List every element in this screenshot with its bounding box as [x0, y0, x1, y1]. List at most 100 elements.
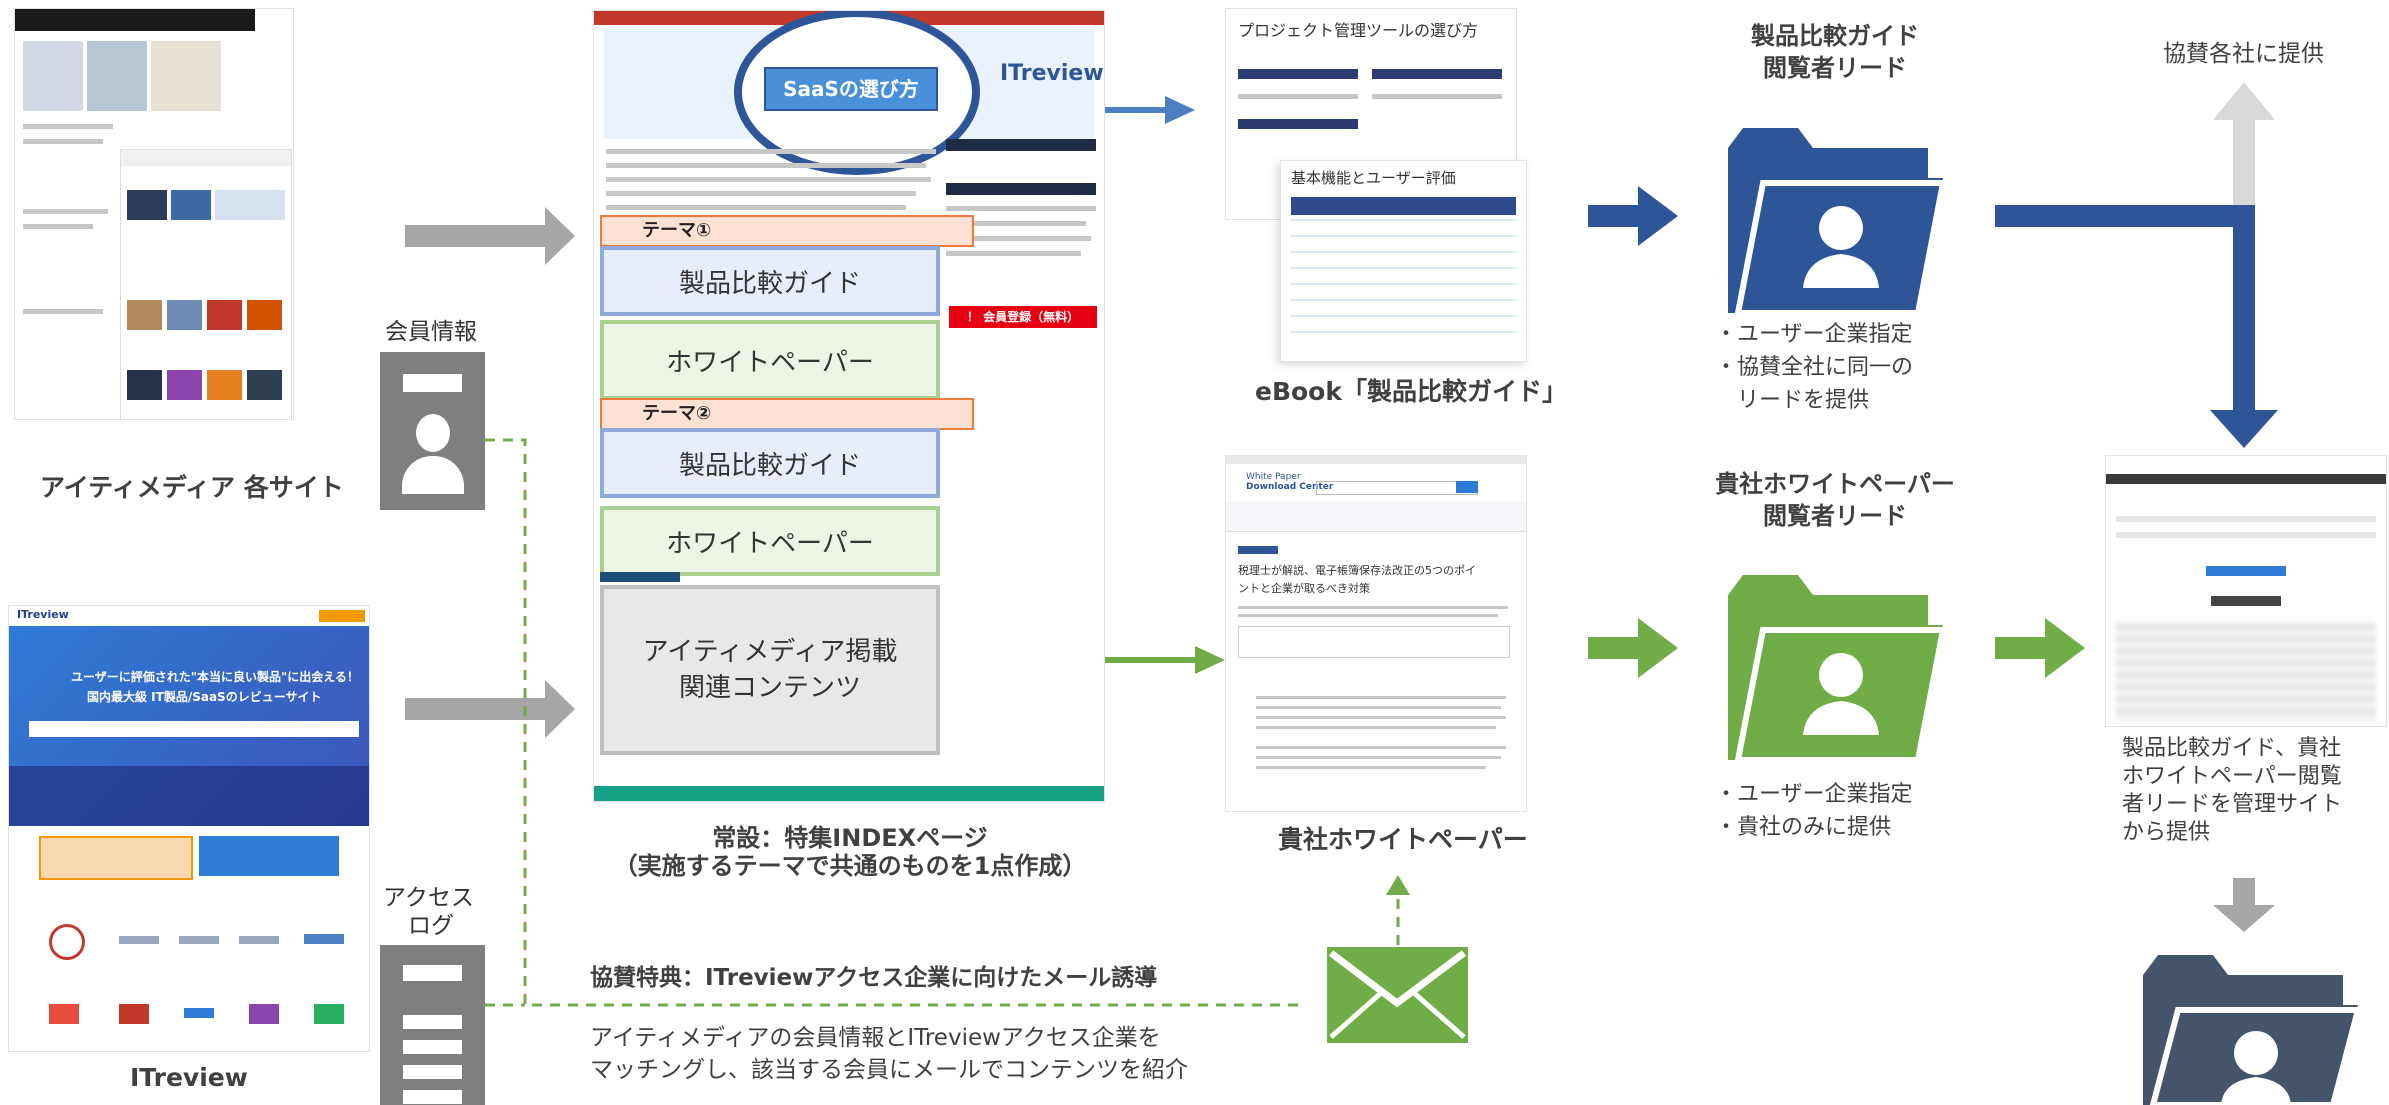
- register-button[interactable]: ！ 会員登録（無料）: [949, 306, 1097, 328]
- itmedia-tile: [247, 370, 282, 400]
- wp-search-input[interactable]: [1316, 481, 1478, 495]
- folder-person-icon: [2143, 955, 2362, 1105]
- itmedia-text-line: [23, 124, 113, 129]
- itmedia-sub-header: [121, 150, 291, 166]
- itreview-banner-blue[interactable]: [199, 836, 339, 876]
- index-side-line: [946, 236, 1091, 241]
- wp-text-line: [1256, 766, 1486, 769]
- ebook-grid-body: [1291, 217, 1516, 347]
- wp-article-title-1: 税理士が解説、電子帳簿保存法改正の5つのポイ: [1238, 564, 1476, 577]
- itreview-logo-tile: [239, 936, 279, 944]
- index-text-line: [606, 163, 926, 168]
- wp-header-logo-1: White Paper: [1246, 472, 1301, 482]
- wp-info-box: [1238, 626, 1510, 658]
- wp-search-button[interactable]: [1456, 481, 1478, 493]
- admin-site-thumbnail: [2105, 455, 2387, 727]
- wp-leads-bullets: ・ユーザー企業指定 ・貴社のみに提供: [1715, 782, 1913, 840]
- itreview-ranking-tile: [184, 1008, 214, 1018]
- access-log-label-1: アクセス: [383, 885, 474, 911]
- index-sidebar-header: [946, 139, 1096, 151]
- admin-header-bar: [2106, 474, 2386, 484]
- itmedia-hero-image: [23, 41, 83, 111]
- related-content-line1: アイティメディア掲載: [642, 637, 898, 667]
- itmedia-tile: [215, 190, 285, 220]
- blue-connector-down: [2210, 205, 2278, 448]
- gray-arrow-itreview: [405, 680, 575, 738]
- itreview-ranking-tile: [314, 1004, 344, 1024]
- ebook-table-header: [1372, 69, 1502, 79]
- green-arrow-to-admin: [1995, 618, 2085, 678]
- itmedia-tile: [127, 300, 162, 330]
- envelope-icon: [1327, 947, 1468, 1043]
- index-side-line: [946, 251, 1081, 256]
- index-text-line: [606, 205, 906, 210]
- wp-text-line: [1256, 696, 1506, 699]
- theme-1-label: テーマ①: [600, 215, 974, 247]
- ebook-text-line: [1372, 94, 1502, 99]
- itmedia-tile: [207, 370, 242, 400]
- ebook-text-line: [1238, 94, 1358, 99]
- itmedia-sub-page: [120, 149, 292, 419]
- wp-text-line: [1256, 746, 1506, 749]
- itreview-feature-panel: [9, 766, 369, 826]
- guide-leads-title-2: 閲覧者リード: [1763, 54, 1907, 82]
- wp-category-tag: [1238, 546, 1278, 554]
- itmedia-tile: [207, 300, 242, 330]
- related-content-box[interactable]: アイティメディア掲載 関連コンテンツ: [600, 585, 940, 755]
- itreview-logo-tile: [179, 936, 219, 944]
- itmedia-tile: [167, 370, 202, 400]
- ebook-page-2: 基本機能とユーザー評価: [1280, 160, 1527, 362]
- index-text-line: [606, 177, 931, 182]
- gray-arrow-itmedia: [405, 207, 575, 265]
- mail-benefit-title: 協賛特典：ITreviewアクセス企業に向けたメール誘導: [590, 965, 1158, 991]
- dashed-member-to-mail: [485, 438, 1300, 1007]
- itreview-ranking-tile: [49, 1004, 79, 1024]
- itreview-ranking-tile: [249, 1004, 279, 1024]
- itreview-label: ITreview: [130, 1063, 248, 1092]
- admin-search-button[interactable]: [2206, 566, 2286, 576]
- guide-leads-title-1: 製品比較ガイド: [1751, 22, 1919, 50]
- mail-benefit-desc-2: マッチングし、該当する会員にメールでコンテンツを紹介: [590, 1057, 1188, 1083]
- index-caption-2: （実施するテーマで共通のものを1点作成）: [613, 852, 1087, 880]
- itmedia-hero-image-3: [151, 41, 221, 111]
- wp-text-line: [1238, 614, 1498, 617]
- itreview-site-thumbnail: ITreview ユーザーに評価された"本当に良い製品"に出会える！ 国内最大級…: [8, 605, 370, 1052]
- wp-header-logo-2: Download Center: [1246, 482, 1334, 492]
- wp-top-strip: [1226, 456, 1526, 464]
- wp-nav-bar: [1226, 501, 1526, 532]
- whitepaper-thumbnail: White Paper Download Center 税理士が解説、電子帳簿保…: [1225, 455, 1527, 812]
- itreview-banner-orange[interactable]: [39, 836, 193, 880]
- ebook-page2-title: 基本機能とユーザー評価: [1291, 169, 1456, 187]
- wp-text-line: [1238, 606, 1508, 609]
- green-arrowhead-wp: [1195, 646, 1225, 674]
- itreview-banner-line2: 国内最大級 IT製品/SaaSのレビューサイト: [87, 690, 322, 704]
- index-side-line: [946, 206, 1096, 211]
- whitepaper-caption: 貴社ホワイトペーパー: [1278, 825, 1528, 854]
- itreview-hero-banner: ユーザーに評価された"本当に良い製品"に出会える！ 国内最大級 IT製品/Saa…: [9, 626, 369, 826]
- index-text-line: [606, 191, 916, 196]
- product-guide-box-1[interactable]: 製品比較ガイド: [600, 246, 940, 316]
- blue-arrowhead-ebook: [1165, 96, 1195, 124]
- gray-arrow-down-folder: [2213, 878, 2275, 932]
- member-info-label: 会員情報: [385, 319, 477, 345]
- itreview-header-button: [319, 610, 365, 622]
- itreview-ranking-tile: [119, 1004, 149, 1024]
- admin-dark-button[interactable]: [2211, 596, 2281, 606]
- product-guide-box-2[interactable]: 製品比較ガイド: [600, 428, 940, 498]
- wp-text-line: [1256, 756, 1501, 759]
- itreview-top-logo: ITreview: [17, 608, 69, 621]
- ebook-table-header: [1238, 69, 1358, 79]
- itmedia-tile: [171, 190, 211, 220]
- itmedia-sites-thumbnail: [14, 8, 294, 420]
- admin-form-row: [2116, 532, 2376, 538]
- admin-form-row: [2116, 516, 2376, 522]
- index-banner-title: SaaSの選び方: [764, 67, 938, 111]
- whitepaper-box-2[interactable]: ホワイトペーパー: [600, 506, 940, 576]
- itreview-logo-tile: [304, 934, 344, 944]
- ebook-page1-title: プロジェクト管理ツールの選び方: [1238, 21, 1479, 40]
- wp-article-title-2: ントと企業が取るべき対策: [1238, 582, 1370, 595]
- itreview-search-input[interactable]: [29, 721, 359, 737]
- whitepaper-box-1[interactable]: ホワイトペーパー: [600, 320, 940, 400]
- itmedia-text-line: [23, 209, 108, 214]
